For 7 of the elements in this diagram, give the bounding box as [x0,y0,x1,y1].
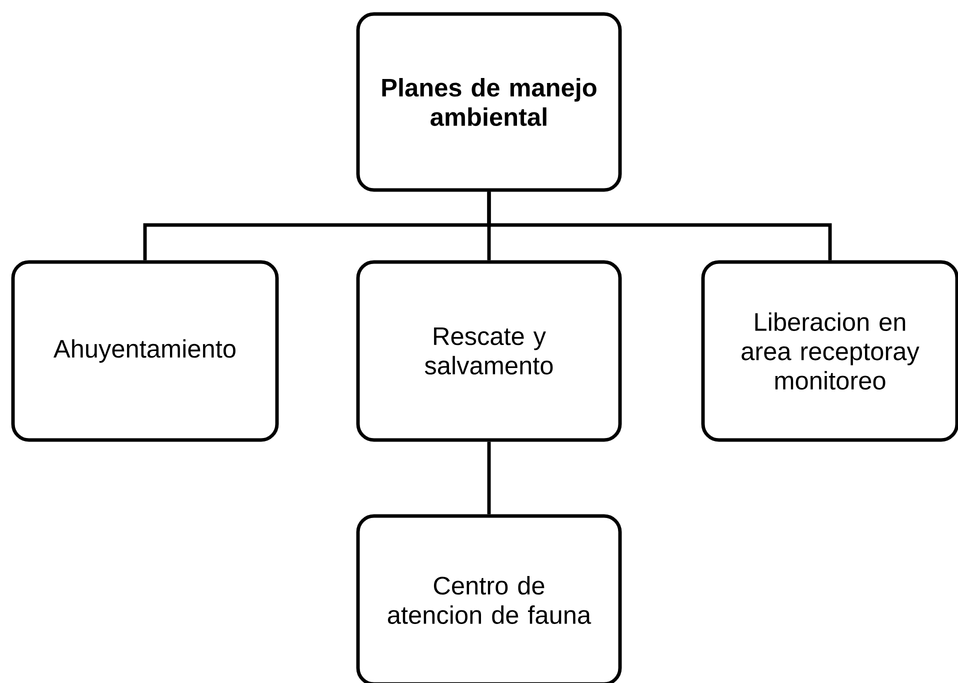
connector-line [487,192,832,260]
process-box: Planes de manejo ambiental [356,12,622,192]
process-box: Ahuyentamiento [11,260,279,442]
process-box: Liberacion en area receptoray monitoreo [701,260,958,442]
process-box: Rescate y salvamento [356,260,622,442]
process-box: Centro de atencion de fauna [356,514,622,683]
connector-line [487,442,491,514]
